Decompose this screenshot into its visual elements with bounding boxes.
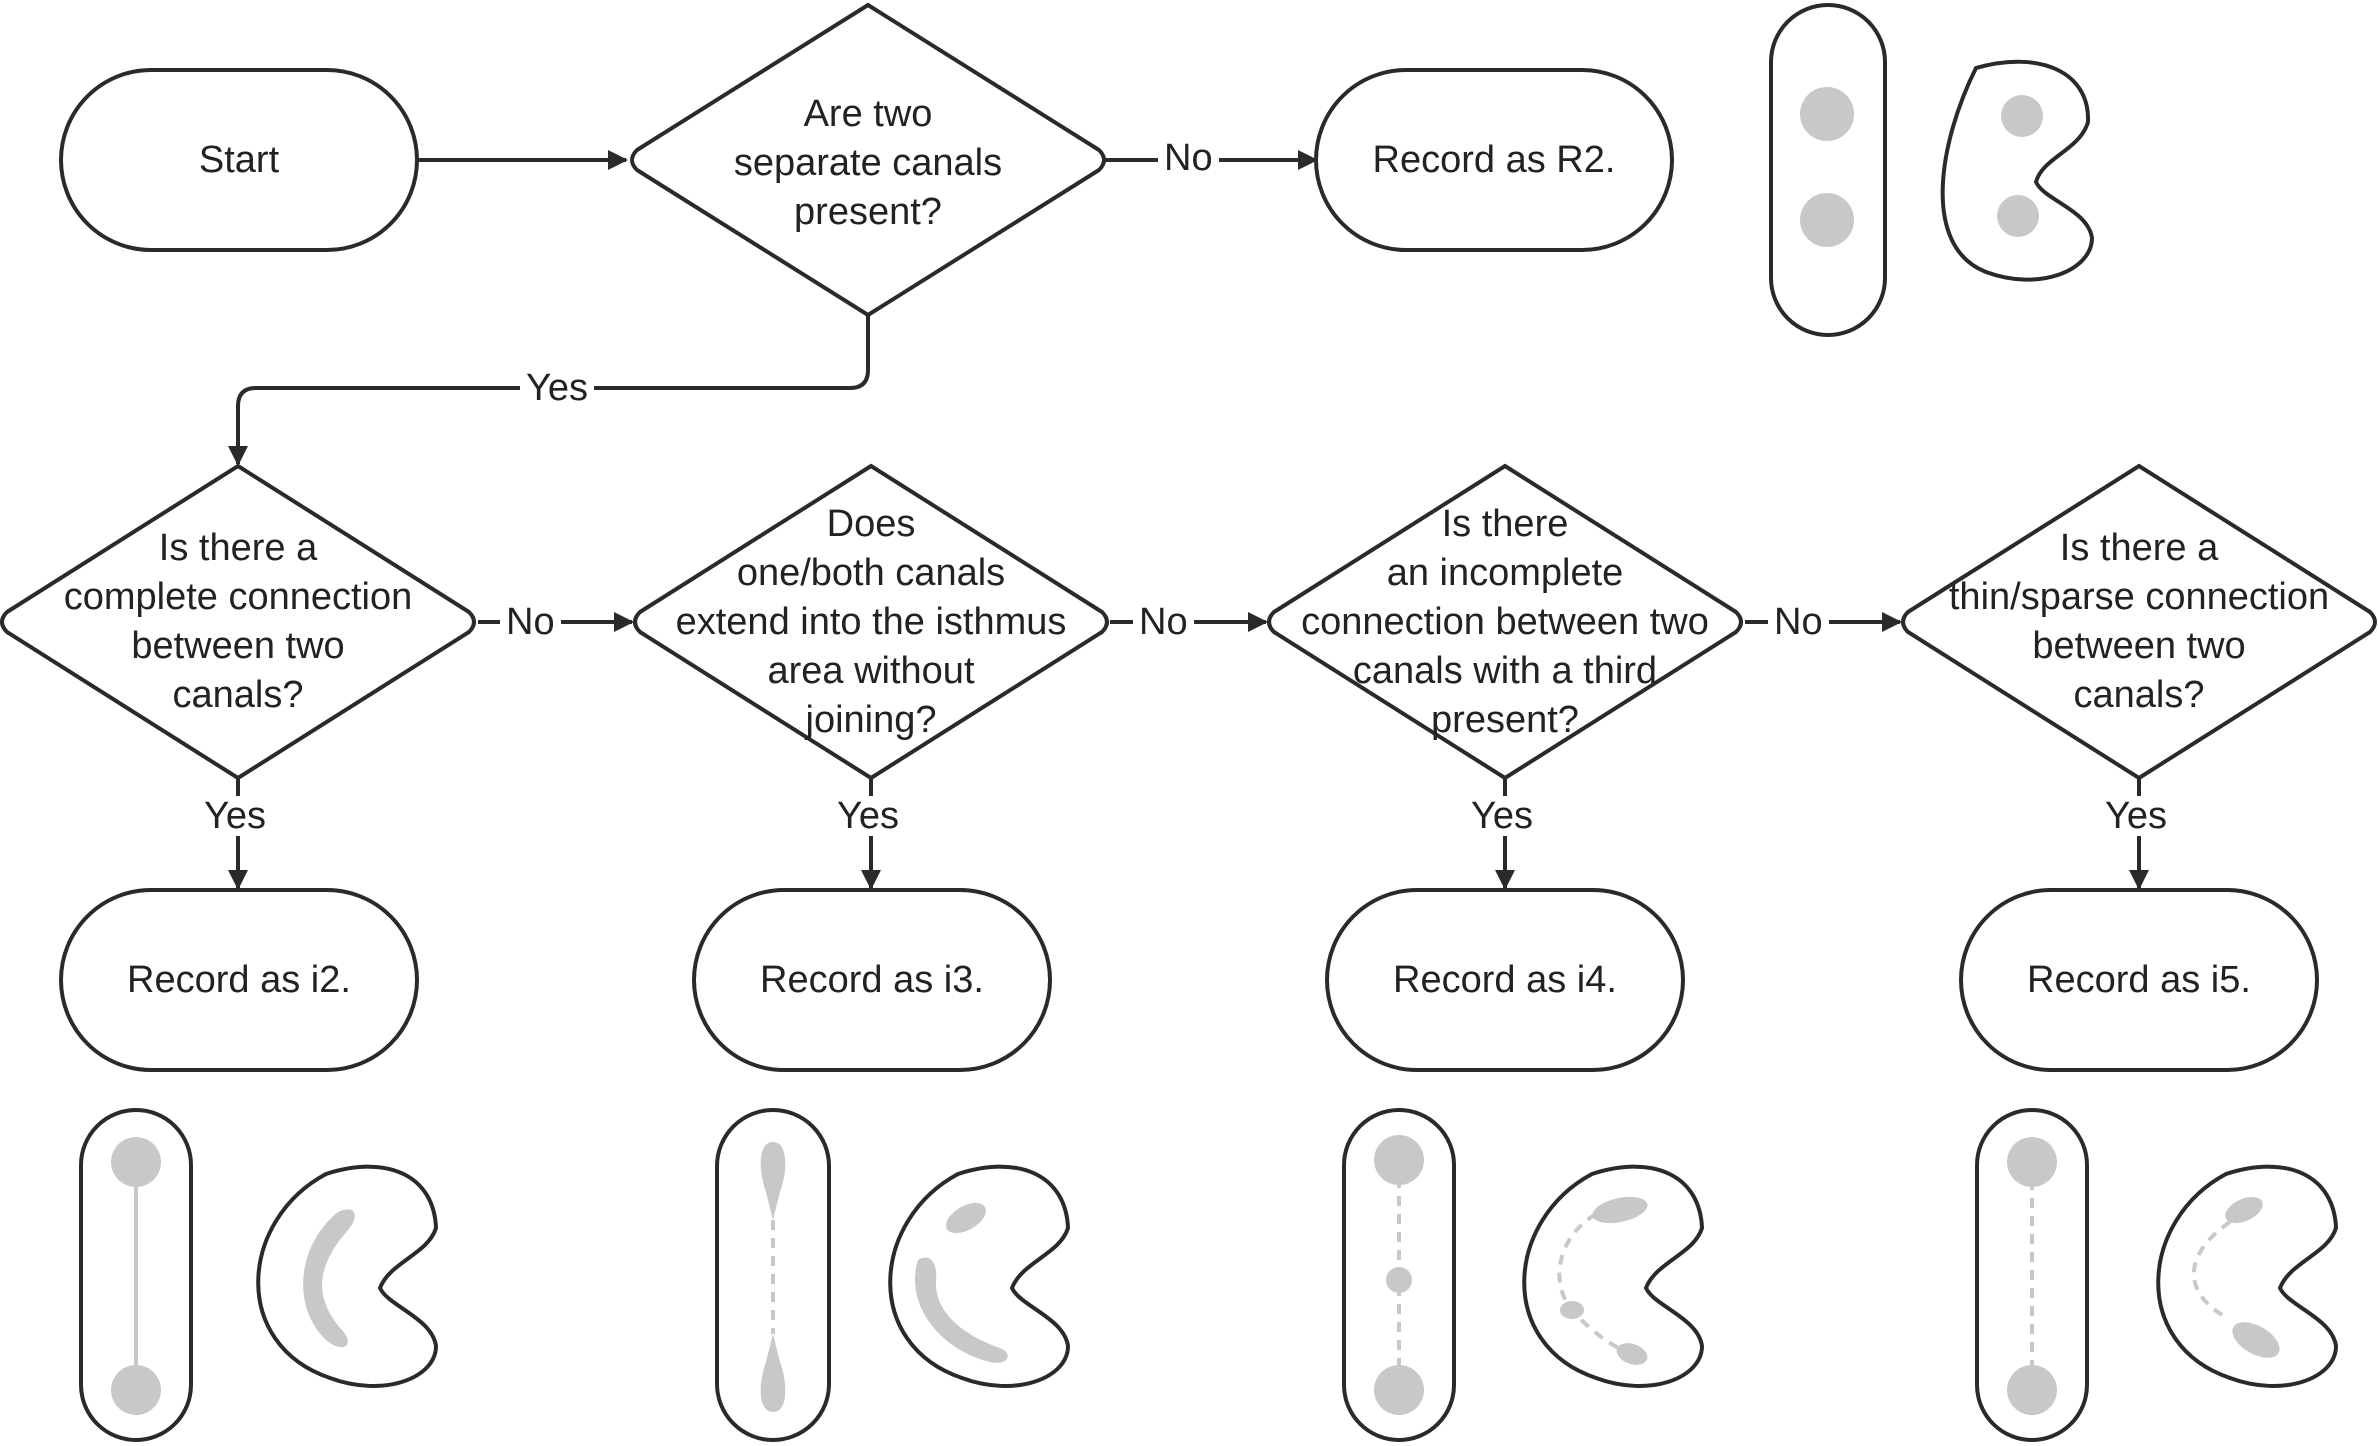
edge-label-q2-no: No — [500, 602, 561, 642]
decision-q5-shape — [1901, 463, 2377, 781]
record-i2-node-shape — [59, 888, 419, 1072]
edge-label-q4-yes: Yes — [1465, 796, 1539, 836]
record-r2-node-shape — [1314, 68, 1674, 252]
root-cross-section-r2-icon — [1769, 3, 2095, 337]
edge-label-q4-no: No — [1768, 602, 1829, 642]
edge-label-q3-yes: Yes — [831, 796, 905, 836]
root-cross-section-i2-icon — [79, 1108, 439, 1442]
record-i5-node-shape — [1959, 888, 2319, 1072]
edge-label-q1-no: No — [1158, 138, 1219, 178]
root-cross-section-i5-icon — [1975, 1108, 2339, 1442]
record-i3-node-shape — [692, 888, 1052, 1072]
record-i4-node-shape — [1325, 888, 1685, 1072]
decision-q1-shape — [630, 2, 1106, 318]
edge-label-q3-no: No — [1133, 602, 1194, 642]
start-node-shape — [59, 68, 419, 252]
decision-q3-shape — [633, 463, 1109, 781]
decision-q2-shape — [0, 463, 476, 781]
root-cross-section-i3-icon — [715, 1108, 1071, 1442]
edge-label-q2-yes: Yes — [198, 796, 272, 836]
edge-label-q5-yes: Yes — [2099, 796, 2173, 836]
edge-label-q1-yes: Yes — [520, 368, 594, 408]
decision-q4-shape — [1267, 463, 1743, 781]
root-cross-section-i4-icon — [1342, 1108, 1705, 1442]
